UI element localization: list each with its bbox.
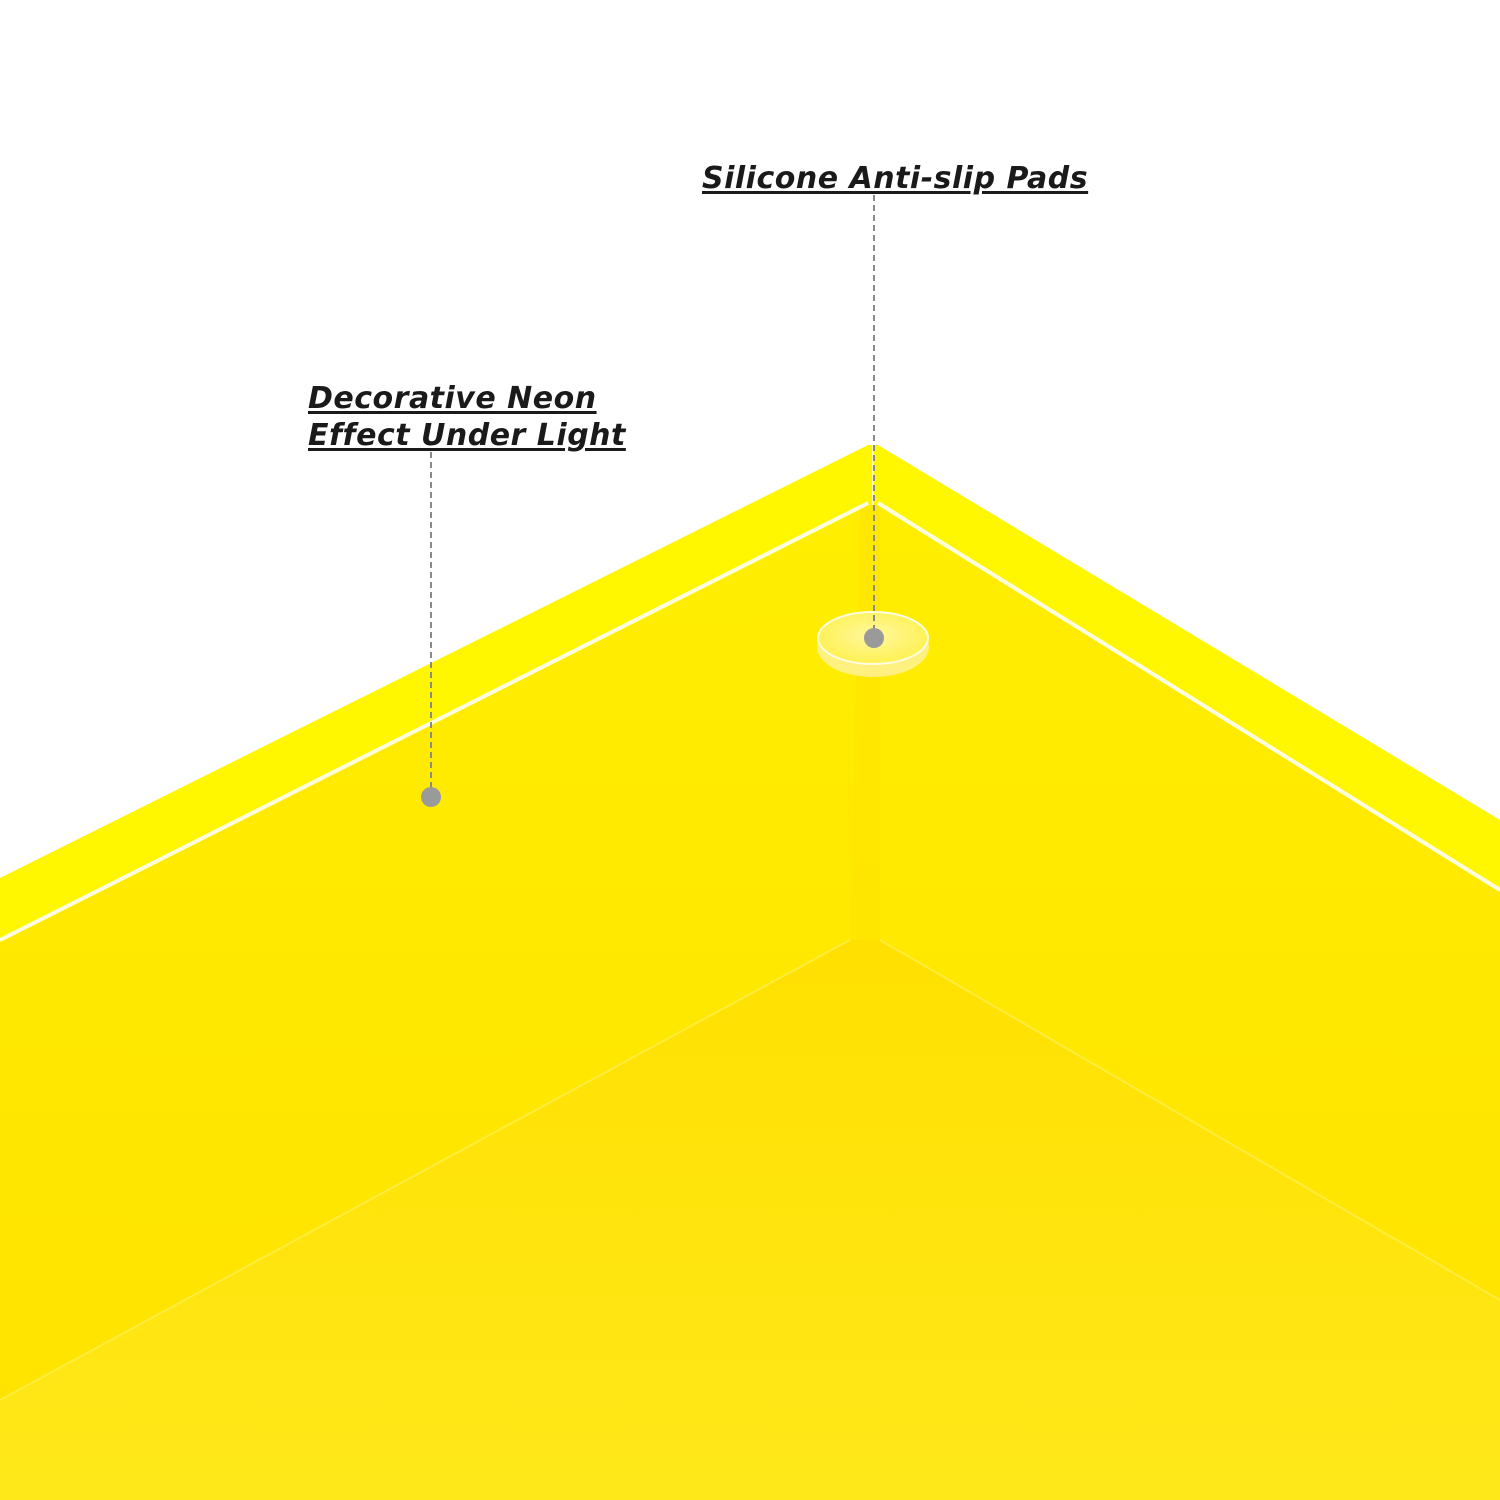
floor-seam-right (879, 939, 1500, 1301)
floor-seam-left (0, 939, 851, 1401)
callout-label-neon-line2: Effect Under Light (308, 418, 626, 453)
callout-label-silicone-pads: Silicone Anti-slip Pads (702, 161, 1089, 196)
callout-label-neon-line1: Decorative Neon (308, 381, 597, 416)
rim-highlight-left (0, 501, 869, 942)
yellow-tray (0, 445, 1500, 1500)
marker-dot-pads (864, 628, 884, 648)
tray-floor (0, 940, 1500, 1500)
marker-dot-neon (421, 787, 441, 807)
rim-highlight-right (876, 501, 1500, 892)
callout-label-neon-effect: Decorative Neon Effect Under Light (308, 380, 626, 454)
